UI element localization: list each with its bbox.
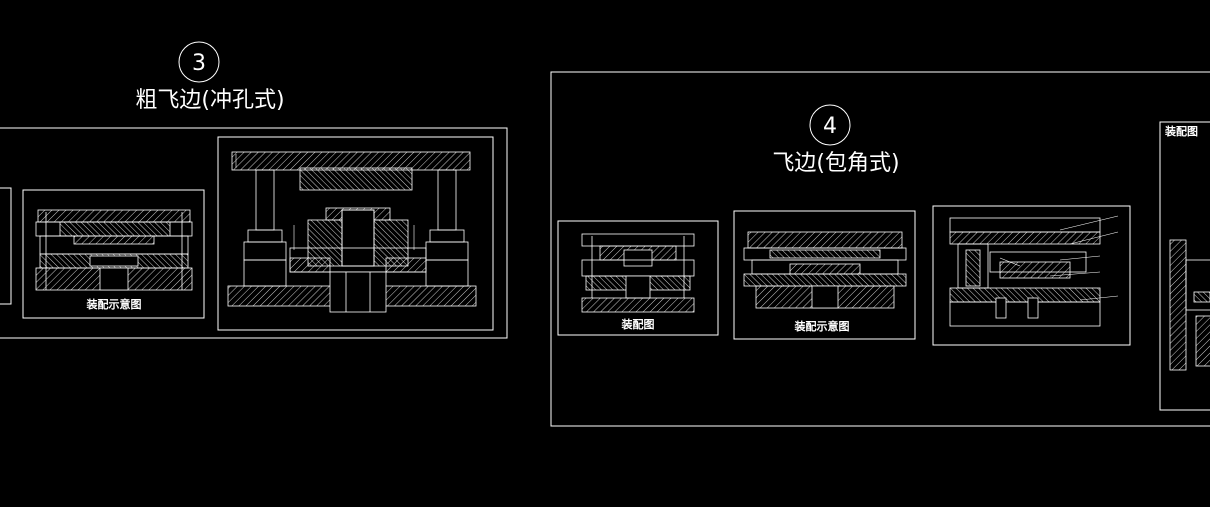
section-4-detail-panel [932, 205, 1131, 346]
section-3-outer-frame [0, 127, 508, 339]
section-3-large-die-drawing [227, 151, 477, 313]
section-4-mid-drawing [743, 231, 907, 309]
section-3-large-die-panel [217, 136, 494, 331]
section-4-left-caption: 装配图 [621, 317, 655, 331]
section-4-assembly-panel-mid: 装配示意图 [733, 210, 916, 340]
section-3-number-circle [178, 41, 220, 83]
section-4-number: 4 [823, 114, 837, 139]
section-3: 3 粗飞边(冲孔式) 装配示意图 [0, 41, 508, 339]
section-4-left-drawing [581, 233, 695, 313]
section-4-assembly-panel-left: 装配图 [557, 220, 719, 336]
section-3-assembly-caption: 装配示意图 [86, 297, 142, 311]
section-3-title: 粗飞边(冲孔式) [135, 88, 284, 113]
section-4-number-circle [809, 104, 851, 146]
section-4-right-caption: 装配图 [1164, 124, 1198, 138]
section-4-title: 飞边(包角式) [772, 151, 899, 176]
section-3-assembly-drawing [35, 209, 193, 291]
section-4-outer-frame [550, 71, 1210, 427]
section-3-number: 3 [192, 51, 206, 76]
section-3-clipped-panel [0, 187, 12, 305]
section-4-detail-drawing [949, 215, 1119, 327]
section-3-assembly-panel: 装配示意图 [22, 189, 205, 319]
section-4: 4 飞边(包角式) 装配图 [550, 71, 1210, 427]
section-4-mid-caption: 装配示意图 [794, 319, 850, 333]
section-4-clipped-panel: 装配图 [1159, 121, 1210, 411]
